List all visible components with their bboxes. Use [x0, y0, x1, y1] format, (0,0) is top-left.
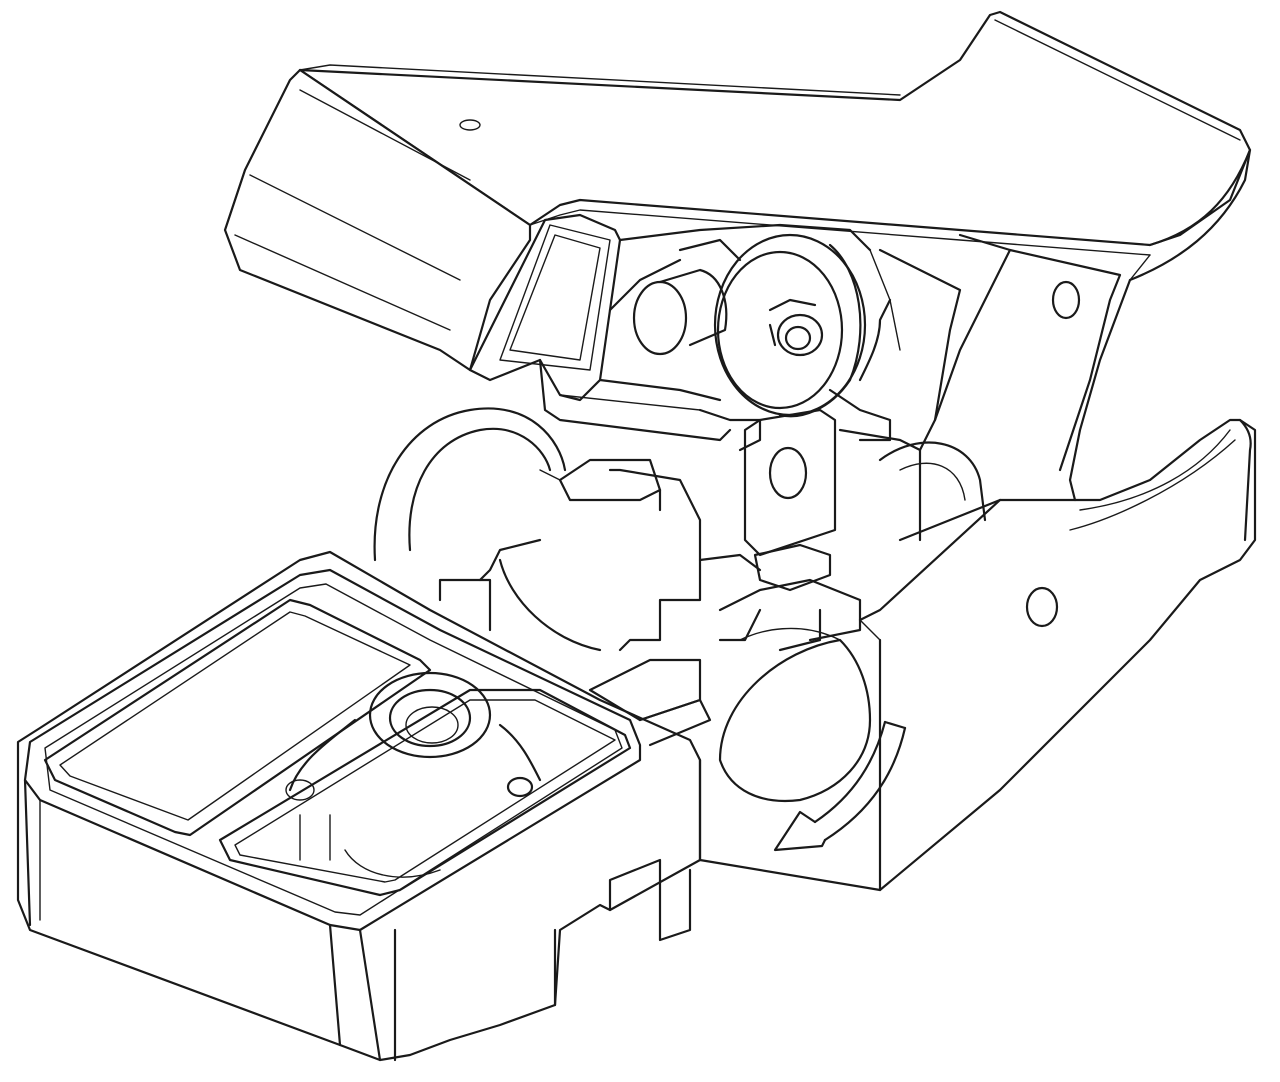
- cutter-cradle: [373, 407, 1002, 802]
- side-frame: [698, 418, 1257, 892]
- lever-arm: [223, 10, 1252, 502]
- base-body: [16, 550, 702, 1062]
- rotation-arrow-icon: [773, 720, 907, 852]
